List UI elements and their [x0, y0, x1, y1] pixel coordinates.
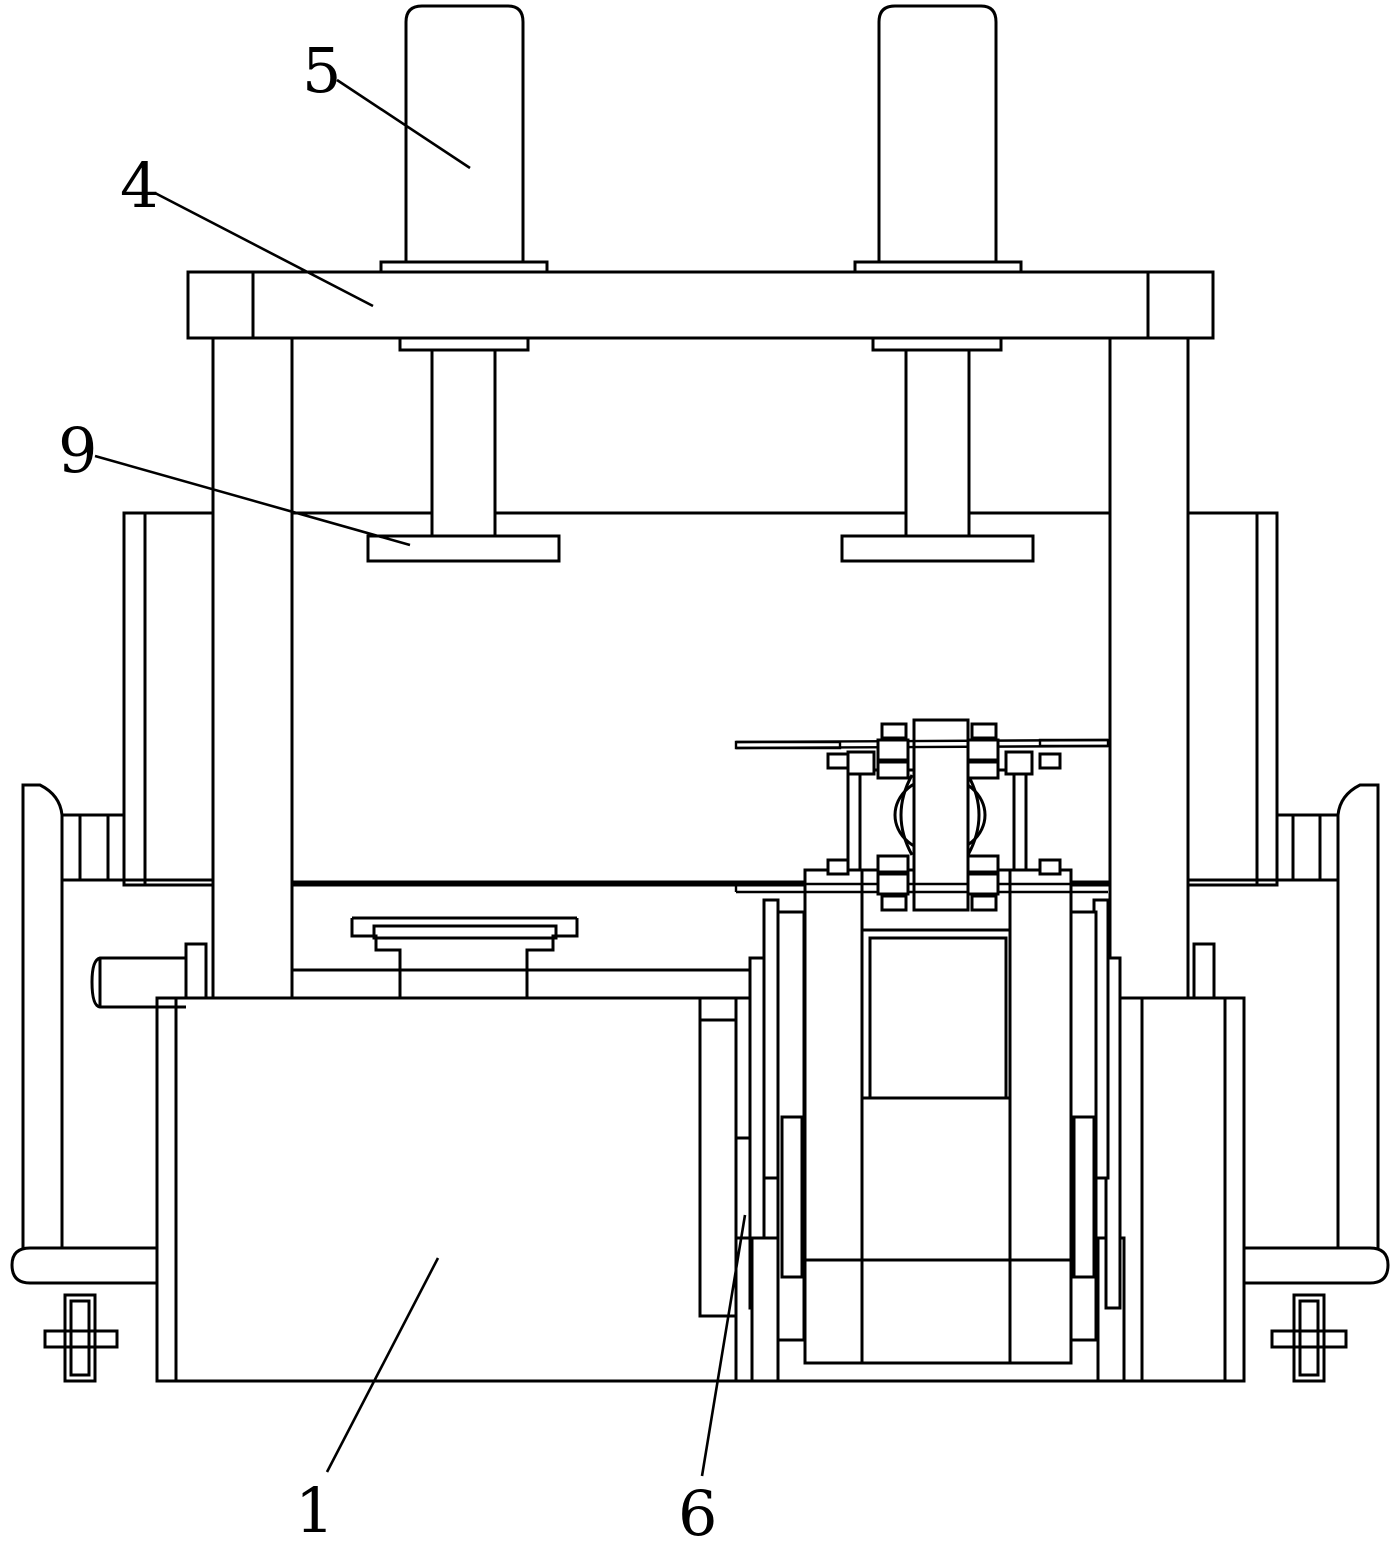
press-rod-left: [368, 338, 559, 561]
callout-1: 1: [295, 1474, 334, 1544]
rail-right: [1244, 1248, 1388, 1283]
rail-left: [12, 1248, 157, 1283]
press-rod-right: [842, 338, 1033, 561]
middle-rail: [292, 918, 790, 998]
leader-5: [337, 80, 470, 168]
top-plate: [188, 272, 1213, 338]
caster-wheel-left: [45, 1295, 117, 1381]
column-right: [1110, 338, 1188, 998]
back-frame: [124, 513, 1277, 885]
caster-wheel-right: [1272, 1295, 1346, 1381]
callout-9: 9: [58, 414, 97, 487]
cylinder-left: [381, 6, 547, 272]
side-bracket-left: [23, 785, 213, 1248]
side-bracket-right: [1188, 785, 1378, 1248]
cylinder-right: [855, 6, 1021, 272]
column-left: [213, 338, 292, 998]
callout-5: 5: [302, 34, 341, 107]
callout-4: 4: [120, 149, 159, 222]
callout-6: 6: [678, 1477, 717, 1544]
drive-mechanism: [736, 720, 1142, 1381]
leader-1: [327, 1258, 438, 1472]
